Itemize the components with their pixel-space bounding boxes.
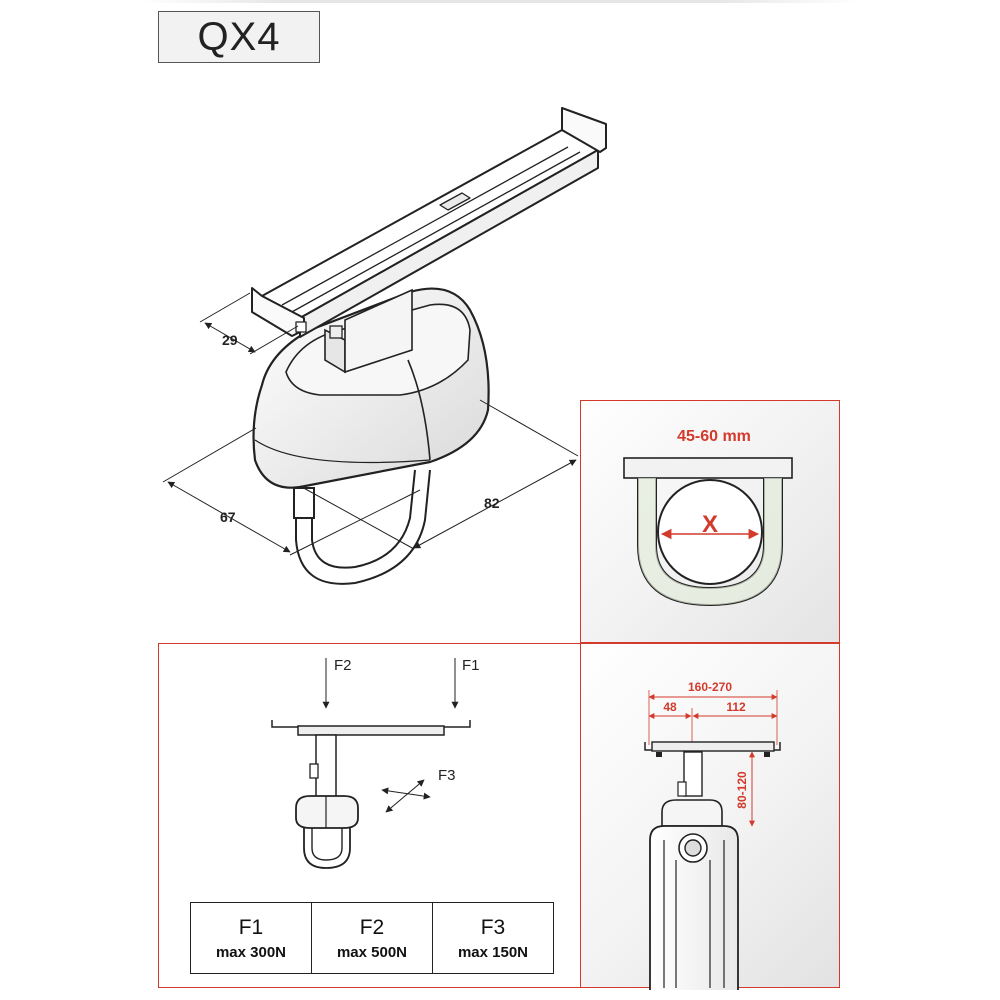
pipe-diameter-symbol: X: [702, 511, 718, 538]
force-cell-f3: F3 max 150N: [432, 902, 554, 974]
dimension-67: 67: [162, 427, 421, 556]
force-name: F2: [359, 915, 385, 939]
body-front-view: [661, 799, 723, 827]
top-divider: [140, 0, 860, 3]
force-cell-f2: F2 max 500N: [311, 902, 433, 974]
rail-front-view: [651, 741, 775, 752]
dimension-82: 82: [299, 399, 579, 550]
dimension-29-label: 29: [222, 332, 238, 348]
force-f3-label: F3: [438, 767, 456, 784]
force-max: max 300N: [215, 943, 287, 961]
body-side-view: [295, 795, 359, 829]
radiator-width-range: 160-270: [688, 680, 732, 694]
clamp-plate: [623, 457, 793, 479]
force-f1-label: F1: [462, 657, 480, 674]
u-bolt-side-view: [303, 828, 351, 869]
force-max: max 150N: [457, 943, 529, 961]
force-name: F3: [480, 915, 506, 939]
column-front-view: [683, 751, 703, 797]
force-name: F1: [238, 915, 264, 939]
force-f2-label: F2: [334, 657, 352, 674]
force-max: max 500N: [336, 943, 408, 961]
force-f3-arrow-horizontal: [381, 787, 431, 800]
rail-side-view: [297, 725, 445, 736]
mounting-rail: [251, 107, 607, 338]
force-limits-table: F1 max 300N F2 max 500N F3 max 150N: [190, 902, 554, 974]
support-column: [324, 288, 413, 374]
radiator-offset-right: 112: [726, 700, 746, 714]
radiator-height-range: 80-120: [735, 771, 749, 809]
dimension-29: 29: [199, 292, 299, 355]
dimension-82-label: 82: [484, 495, 500, 511]
radiator-offset-left: 48: [663, 700, 677, 714]
dimension-67-label: 67: [220, 509, 236, 525]
pipe-diameter-range: 45-60 mm: [677, 428, 751, 445]
model-name: QX4: [197, 14, 281, 59]
force-cell-f1: F1 max 300N: [190, 902, 312, 974]
model-badge: QX4: [158, 11, 320, 63]
radiator: [649, 825, 739, 990]
